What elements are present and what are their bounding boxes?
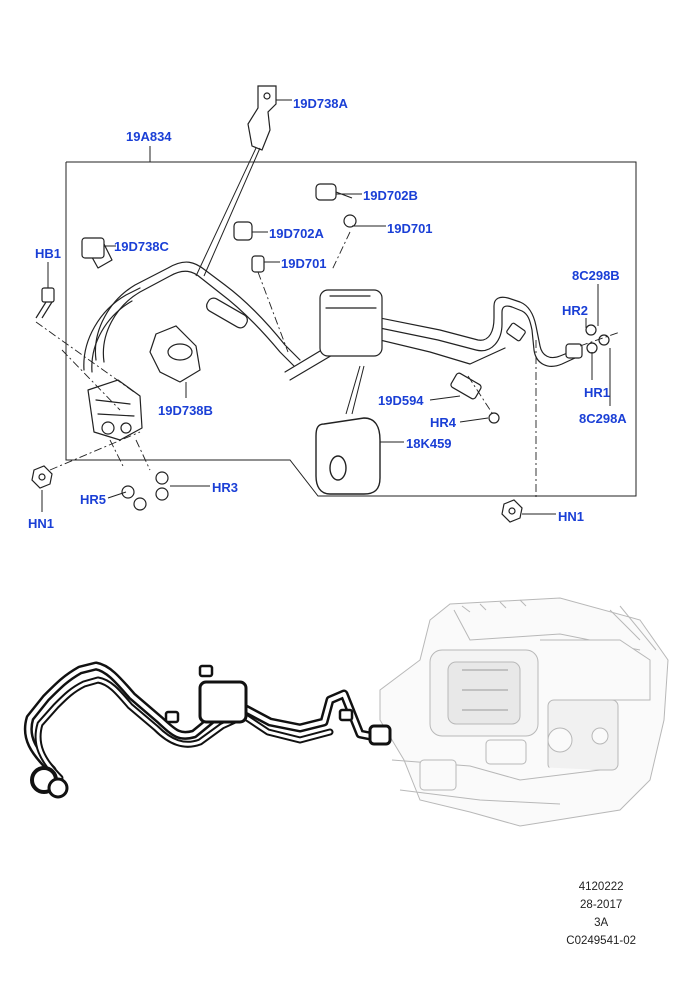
component-18k459-muffler <box>315 417 381 495</box>
callout-labels: 19D738A 19A834 19D702B 19D701 19D702A 19… <box>28 96 627 531</box>
callout-8c298a: 8C298A <box>579 411 627 426</box>
component-19d702b-sensor <box>315 183 357 228</box>
callout-hb1: HB1 <box>35 246 61 261</box>
hvac-unit-ghost <box>379 597 669 827</box>
callout-19a834: 19A834 <box>126 129 172 144</box>
callout-hn1-left: HN1 <box>28 516 54 531</box>
drawing-reference-block: 4120222 28-2017 3A C0249541-02 <box>566 878 636 950</box>
assembly-frame <box>65 146 637 497</box>
callout-8c298b: 8C298B <box>572 268 620 283</box>
component-hb1-bolt <box>35 287 55 319</box>
callout-19d702b: 19D702B <box>363 188 418 203</box>
callout-19d702a: 19D702A <box>269 226 325 241</box>
callout-hn1-right: HN1 <box>558 509 584 524</box>
drawing-date-code: 28-2017 <box>580 899 623 911</box>
component-o-rings <box>121 324 610 511</box>
drawing-number: 4120222 <box>578 881 624 893</box>
callout-18k459: 18K459 <box>406 436 452 451</box>
callout-19d701-left: 19D701 <box>281 256 327 271</box>
callout-hr2: HR2 <box>562 303 588 318</box>
drawing-id: C0249541-02 <box>566 935 636 947</box>
hose-installed-view <box>23 661 392 799</box>
component-19d738a-bracket <box>247 85 277 151</box>
callout-19d594: 19D594 <box>378 393 424 408</box>
leader-dash-lines <box>35 231 621 500</box>
callout-19d701-right: 19D701 <box>387 221 433 236</box>
drawing-revision: 3A <box>594 917 609 929</box>
callout-leaders <box>41 99 611 515</box>
callout-hr4: HR4 <box>430 415 457 430</box>
component-19d594-valve <box>450 372 500 424</box>
component-19d702a-sensor <box>233 221 265 273</box>
callout-19d738c: 19D738C <box>114 239 170 254</box>
callout-hr5: HR5 <box>80 492 106 507</box>
callout-19d738a: 19D738A <box>293 96 349 111</box>
component-19d738c-clip <box>81 237 105 259</box>
component-19d738b-clamp <box>149 325 201 383</box>
callout-19d738b: 19D738B <box>158 403 213 418</box>
callout-hr1: HR1 <box>584 385 610 400</box>
component-hn1-nuts <box>31 465 523 523</box>
callout-hr3: HR3 <box>212 480 238 495</box>
